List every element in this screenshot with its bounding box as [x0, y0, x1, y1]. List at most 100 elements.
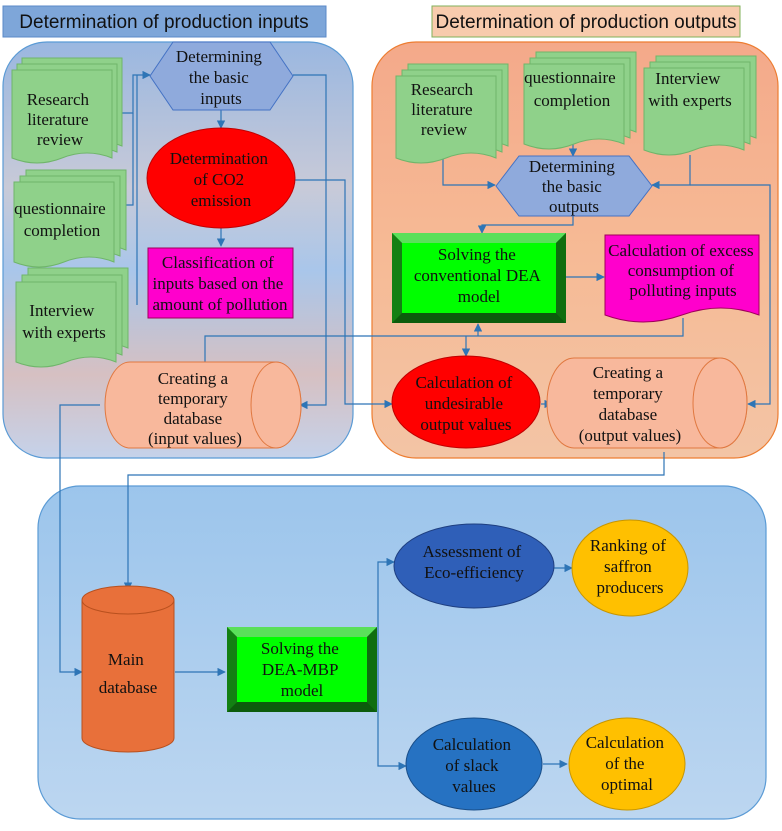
- doc-label: Research: [411, 80, 474, 99]
- svg-text:Determination of CO2: Determination of CO2 emission: [170, 149, 272, 210]
- db-label: Creating a: [593, 363, 664, 382]
- arrow-output-db-to-main: [123, 452, 665, 591]
- dea-mbp-box: Solving the DEA-MBP model: [227, 627, 377, 712]
- doc-label: completion: [534, 91, 611, 110]
- arrow-basic-outputs-to-output-db: [690, 184, 771, 409]
- db-label: database: [99, 678, 158, 697]
- box-label: conventional DEA: [414, 266, 542, 285]
- svg-text:Assessment of Eco-effici: Assessment of Eco-efficiency: [423, 542, 526, 582]
- hex-label: the basic: [542, 177, 602, 196]
- box-label: Classification of: [162, 253, 274, 272]
- svg-text:Ranking of saffron: Ranking of saffron producers: [590, 536, 670, 597]
- arrow-co2-to-undesirable: [295, 179, 393, 409]
- svg-text:Classification of inputs: Classification of inputs based on the am…: [152, 253, 288, 314]
- svg-text:questionnaire completion: questionnaire completion: [524, 68, 620, 110]
- ellipse-label: of the: [605, 754, 644, 773]
- hex-label: outputs: [549, 197, 599, 216]
- ellipse-label: saffron: [604, 557, 652, 576]
- classification-box: Classification of inputs based on the am…: [147, 247, 294, 319]
- optimal-ellipse: Calculation of the optimal: [568, 717, 686, 811]
- ellipse-label: Determination: [170, 149, 269, 168]
- ellipse-label: of CO2: [194, 170, 245, 189]
- doc-label: review: [421, 120, 468, 139]
- db-label: temporary: [158, 389, 228, 408]
- questionnaire-doc-stack: questionnaire completion: [13, 169, 127, 268]
- doc-label: Interview: [29, 301, 95, 320]
- hex-label: the basic: [189, 68, 249, 87]
- db-label: temporary: [593, 384, 663, 403]
- hex-label: Determining: [176, 47, 262, 66]
- inputs-title-box: [2, 5, 327, 38]
- svg-text:Creating a temporary: Creating a temporary database (output va…: [579, 363, 681, 445]
- ellipse-label: optimal: [601, 775, 653, 794]
- svg-text:Calculation of the: Calculation of the optimal: [586, 733, 669, 794]
- ranking-ellipse: Ranking of saffron producers: [571, 519, 689, 617]
- ellipse-label: emission: [191, 191, 252, 210]
- box-label: model: [281, 681, 324, 700]
- ellipse-label: Assessment of: [423, 542, 522, 561]
- svg-text:Determining the basic: Determining the basic outputs: [529, 157, 619, 216]
- svg-text:Calculation of slack: Calculation of slack values: [433, 735, 516, 796]
- db-label: Main: [108, 650, 144, 669]
- doc-label: completion: [24, 221, 101, 240]
- out-research-doc-stack: Research literature review: [395, 63, 509, 164]
- doc-label: with experts: [648, 91, 732, 110]
- svg-text:Research literature: Research literature review: [27, 90, 94, 149]
- doc-label: questionnaire: [14, 199, 106, 218]
- link-questionnaire: [124, 113, 134, 206]
- slack-values-ellipse: Calculation of slack values: [405, 717, 543, 811]
- ellipse-label: Calculation: [586, 733, 665, 752]
- inputs-title: Determination of production inputs: [19, 12, 308, 33]
- ellipse-label: of slack: [445, 756, 499, 775]
- ellipse-label: producers: [596, 578, 663, 597]
- arrow-basic-outputs-to-dea: [477, 215, 574, 234]
- db-label: database: [164, 409, 223, 428]
- db-label: Creating a: [158, 369, 229, 388]
- ellipse-label: Eco-efficiency: [424, 563, 524, 582]
- excess-consumption-doc: Calculation of excess consumption of pol…: [604, 234, 760, 323]
- box-label: Solving the: [261, 639, 339, 658]
- doc-label: Research: [27, 90, 90, 109]
- svg-text:Determining the basic: Determining the basic inputs: [176, 47, 266, 108]
- doc-label: review: [37, 130, 84, 149]
- svg-text:Research literature: Research literature review: [411, 80, 478, 139]
- db-label: (output values): [579, 426, 681, 445]
- arrow-research-to-basic-outputs: [442, 150, 496, 190]
- outputs-title-box: [431, 5, 741, 38]
- ellipse-label: undesirable: [425, 394, 503, 413]
- arrow-mbp-to-slack: [377, 665, 407, 771]
- box-label: amount of pollution: [152, 295, 288, 314]
- doc-label: questionnaire: [524, 68, 616, 87]
- doc-label: Interview: [655, 69, 721, 88]
- svg-text:Creating a temporary: Creating a temporary database (input val…: [148, 369, 242, 448]
- out-questionnaire-doc-stack: questionnaire completion: [523, 51, 637, 150]
- arrow-input-db-to-main: [59, 404, 100, 677]
- hex-label: Determining: [529, 157, 615, 176]
- arrow-mbp-to-eco: [377, 557, 395, 665]
- svg-text:Calculation of undesirab: Calculation of undesirable output values: [415, 373, 516, 434]
- doc-label: polluting inputs: [629, 281, 736, 300]
- interview-doc-stack: Interview with experts: [15, 267, 129, 368]
- box-label: DEA-MBP: [262, 660, 338, 679]
- box-label: model: [458, 287, 501, 306]
- eco-efficiency-ellipse: Assessment of Eco-efficiency: [393, 523, 555, 609]
- arrow-basic-to-input-db: [293, 74, 327, 410]
- ellipse-label: values: [452, 777, 495, 796]
- conventional-dea-box: Solving the conventional DEA model: [392, 233, 566, 323]
- basic-outputs-hexagon: Determining the basic outputs: [495, 155, 653, 217]
- box-label: Solving the: [438, 245, 516, 264]
- undesirable-output-ellipse: Calculation of undesirable output values: [391, 355, 541, 449]
- box-label: inputs based on the: [152, 274, 283, 293]
- svg-text:Solving the DEA-MBP: Solving the DEA-MBP model: [261, 639, 343, 700]
- research-doc-stack: Research literature review: [11, 57, 123, 164]
- ellipse-label: Calculation: [433, 735, 512, 754]
- svg-text:Interview with experts: Interview with experts: [648, 69, 732, 110]
- input-temp-database: Creating a temporary database (input val…: [104, 361, 302, 449]
- out-interview-doc-stack: Interview with experts: [643, 55, 757, 156]
- svg-text:Interview with experts: Interview with experts: [22, 301, 106, 342]
- arrow-excess-to-undesirable: [204, 318, 684, 362]
- hex-label: inputs: [200, 89, 242, 108]
- doc-label: Calculation of excess: [608, 241, 753, 260]
- svg-text:questionnaire completion: questionnaire completion: [14, 199, 110, 240]
- arrow-docs-to-basic-inputs: [118, 70, 151, 114]
